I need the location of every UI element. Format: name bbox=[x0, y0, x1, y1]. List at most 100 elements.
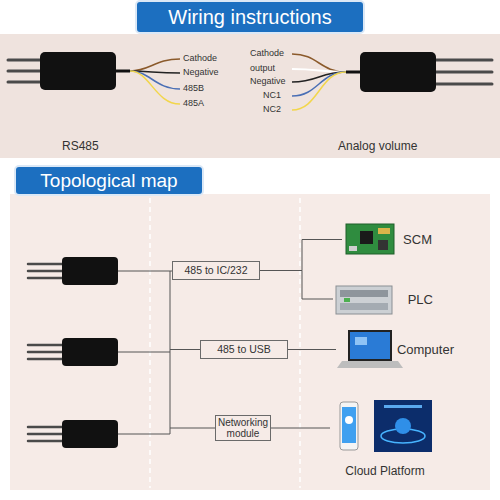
interface-caption: RS485 bbox=[62, 141, 99, 152]
scm-board-part bbox=[378, 228, 390, 234]
rs485-sensor-part bbox=[8, 70, 40, 73]
node-text: SCM bbox=[403, 232, 432, 247]
analog-sensor-part bbox=[436, 83, 492, 86]
wire-label: Negative bbox=[183, 67, 219, 78]
bus-wire-part bbox=[170, 349, 200, 350]
rs485-sensor-part bbox=[116, 70, 130, 73]
section-banner: Wiring instructions bbox=[135, 0, 365, 34]
cloud-devices bbox=[340, 400, 432, 452]
converter-box: Networking module bbox=[215, 415, 271, 441]
laptop-part bbox=[350, 332, 390, 359]
wire-label: Negative bbox=[250, 76, 286, 87]
rs485-sensor-part bbox=[130, 71, 180, 89]
node-text: PLC bbox=[408, 292, 433, 307]
analog-sensor-part bbox=[360, 52, 436, 92]
panel-backgrounds bbox=[0, 34, 500, 490]
scm-board bbox=[346, 224, 394, 254]
analog-sensor-part bbox=[292, 72, 346, 96]
analog-sensor-part bbox=[292, 54, 346, 72]
panel-backgrounds-part bbox=[0, 34, 500, 158]
cloud-devices-part bbox=[345, 416, 353, 424]
wire-label: NC2 bbox=[263, 104, 281, 115]
analog-sensor-part bbox=[436, 59, 492, 62]
cloud-devices-part bbox=[340, 402, 358, 450]
scm-board-part bbox=[349, 246, 357, 251]
bus-wire-part bbox=[118, 271, 170, 272]
field-sensors-part bbox=[28, 426, 62, 429]
scm-board-part bbox=[346, 224, 394, 254]
field-sensors-part bbox=[62, 338, 118, 366]
field-sensors-part bbox=[28, 351, 62, 354]
bus-wire-part bbox=[118, 352, 170, 353]
cloud-devices-part bbox=[395, 418, 411, 434]
wire-label: 485A bbox=[183, 98, 204, 109]
field-sensors-part bbox=[28, 433, 62, 436]
cloud-devices-part bbox=[384, 405, 422, 408]
plc-unit-part bbox=[336, 286, 392, 314]
dashed-separator-part bbox=[299, 198, 301, 488]
device-node: Computer bbox=[336, 328, 454, 370]
bus-wire-part bbox=[118, 434, 170, 435]
plc-unit bbox=[336, 286, 392, 314]
laptop-part bbox=[355, 337, 367, 345]
node-text: Computer bbox=[397, 342, 454, 357]
field-sensors-part bbox=[28, 270, 62, 273]
device-node: PLC bbox=[333, 282, 433, 316]
converter-box: 485 to IC/232 bbox=[172, 261, 260, 280]
rs485-sensor bbox=[8, 52, 180, 104]
plc-unit-part bbox=[344, 298, 350, 302]
wire-label: output bbox=[250, 63, 275, 74]
field-sensors-part bbox=[62, 420, 118, 448]
rs485-sensor-part bbox=[130, 59, 180, 71]
converter-box: 485 to USB bbox=[200, 340, 288, 359]
connector-line bbox=[288, 349, 336, 350]
node-text: Wiring instructions bbox=[168, 6, 331, 29]
device-node: Cloud Platform bbox=[330, 398, 440, 478]
laptop-part bbox=[337, 361, 403, 368]
panel-backgrounds-part bbox=[10, 194, 490, 490]
laptop bbox=[337, 330, 403, 368]
analog-sensor-part bbox=[436, 71, 492, 74]
field-sensors bbox=[28, 257, 118, 448]
analog-sensor-part bbox=[346, 71, 360, 74]
plc-unit-part bbox=[340, 290, 388, 297]
field-sensors-part bbox=[28, 440, 62, 443]
interface-caption: Analog volume bbox=[338, 141, 417, 152]
wire-label: 485B bbox=[183, 83, 204, 94]
bus-wire-part bbox=[170, 271, 171, 434]
connector-line bbox=[260, 271, 333, 300]
analog-sensor-part bbox=[292, 69, 346, 72]
device-node: SCM bbox=[342, 222, 432, 257]
node-text: 485 to USB bbox=[217, 344, 271, 355]
node-text: Cloud Platform bbox=[345, 464, 424, 478]
field-sensors-part bbox=[28, 277, 62, 280]
laptop-part bbox=[348, 330, 392, 361]
analog-sensor-part bbox=[292, 72, 346, 110]
node-text: 485 to IC/232 bbox=[184, 265, 247, 276]
connector-line bbox=[260, 240, 342, 271]
rs485-sensor-part bbox=[8, 59, 40, 62]
field-sensors-part bbox=[28, 263, 62, 266]
wire-label: NC1 bbox=[263, 90, 281, 101]
rs485-sensor-part bbox=[40, 52, 116, 90]
rs485-sensor-part bbox=[130, 71, 180, 104]
scm-board-part bbox=[378, 240, 388, 250]
cloud-devices-part bbox=[342, 407, 356, 443]
field-sensors-part bbox=[62, 257, 118, 285]
node-text: Networking module bbox=[218, 417, 268, 439]
node-text: Topological map bbox=[40, 170, 177, 192]
wire-label: Cathode bbox=[183, 53, 217, 64]
dashed-separator bbox=[150, 198, 300, 488]
plc-unit-part bbox=[340, 303, 388, 310]
cloud-devices-part bbox=[374, 400, 432, 452]
connector-line bbox=[271, 428, 330, 429]
field-sensors-part bbox=[28, 344, 62, 347]
scm-board-part bbox=[360, 231, 373, 244]
dashed-separator-part bbox=[149, 198, 151, 488]
field-sensors-part bbox=[28, 358, 62, 361]
wire-label: Cathode bbox=[250, 48, 284, 59]
rs485-sensor-part bbox=[8, 81, 40, 84]
analog-sensor bbox=[292, 52, 492, 110]
